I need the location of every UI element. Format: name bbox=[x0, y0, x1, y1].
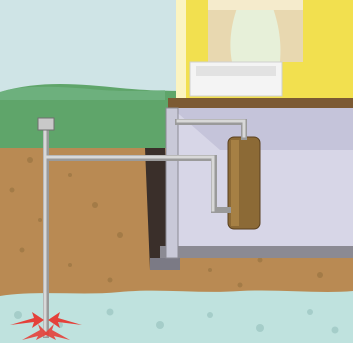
sink-basin bbox=[196, 66, 276, 76]
curtain-valance bbox=[208, 0, 303, 10]
house-corner-trim bbox=[176, 0, 186, 98]
well-cap bbox=[38, 118, 54, 130]
footing bbox=[150, 258, 180, 270]
floor-joist bbox=[168, 98, 353, 108]
basement-floor bbox=[160, 246, 353, 258]
pressure-tank-highlight bbox=[231, 140, 239, 226]
foundation-wall bbox=[166, 108, 178, 258]
